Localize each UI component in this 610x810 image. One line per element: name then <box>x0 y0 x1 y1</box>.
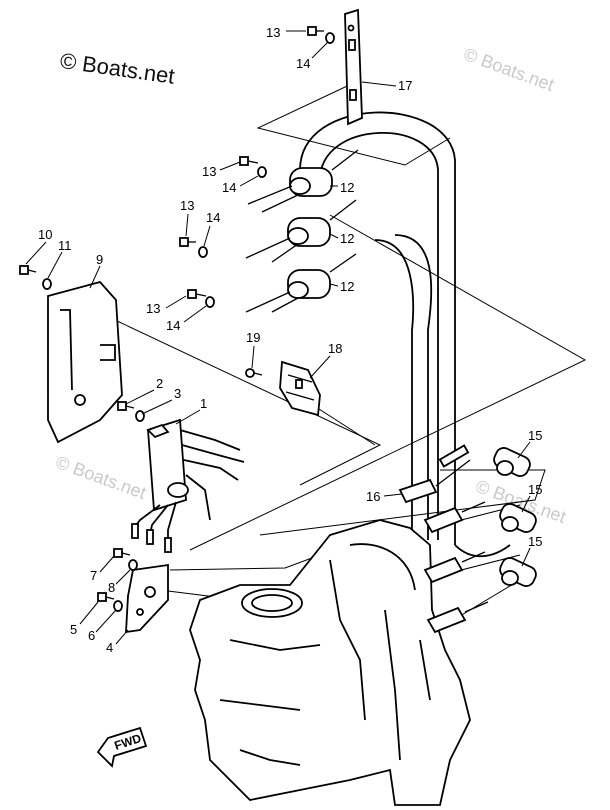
plug-cap-15-middle <box>499 503 537 533</box>
callout-12-top: 12 <box>340 180 354 195</box>
washer-3 <box>135 410 145 422</box>
plug-cap-15-top <box>493 447 531 477</box>
spark-plug-upper <box>423 501 486 534</box>
callout-19: 19 <box>246 330 260 345</box>
bolt-13-top <box>307 26 324 36</box>
ignition-coil-12-middle <box>245 199 357 263</box>
bolt-13-c <box>187 289 207 299</box>
cover-9 <box>47 280 123 444</box>
callout-15-top: 15 <box>528 428 542 443</box>
bracket-4 <box>125 563 169 634</box>
callout-14-c: 14 <box>166 318 180 333</box>
washer-8 <box>128 559 138 571</box>
bracket-17 <box>344 8 363 126</box>
callout-13-a: 13 <box>202 164 216 179</box>
bolt-13-a <box>239 156 259 166</box>
plug-cap-15-bottom <box>499 557 537 587</box>
callout-3: 3 <box>174 386 181 401</box>
callout-13-top: 13 <box>266 25 280 40</box>
callout-15-middle: 15 <box>528 482 542 497</box>
callout-9: 9 <box>96 252 103 267</box>
ignition-coil-12-bottom <box>245 253 357 313</box>
washer-14-b <box>198 246 208 258</box>
washer-14-c <box>205 296 215 308</box>
callout-2: 2 <box>156 376 163 391</box>
callout-14-b: 14 <box>206 210 220 225</box>
washer-11 <box>42 278 52 290</box>
washer-6 <box>113 600 123 612</box>
bracket-18 <box>279 360 321 417</box>
washer-14-a <box>257 166 267 178</box>
callout-12-bottom: 12 <box>340 279 354 294</box>
callout-12-middle: 12 <box>340 231 354 246</box>
callout-13-b: 13 <box>180 198 194 213</box>
callout-1: 1 <box>200 396 207 411</box>
callout-11: 11 <box>58 238 72 253</box>
spark-plug-16 <box>398 444 471 504</box>
screw-5 <box>97 592 115 602</box>
callout-14-top: 14 <box>296 56 310 71</box>
callout-4: 4 <box>106 640 113 655</box>
screw-19 <box>245 368 263 378</box>
callout-5: 5 <box>70 622 77 637</box>
callout-16: 16 <box>366 489 380 504</box>
cdi-unit-1 <box>131 418 245 553</box>
spark-plug-middle <box>423 551 486 584</box>
callout-14-a: 14 <box>222 180 236 195</box>
callout-13-c: 13 <box>146 301 160 316</box>
callout-17: 17 <box>398 78 412 93</box>
callout-6: 6 <box>88 628 95 643</box>
screw-7 <box>113 548 131 558</box>
callout-10: 10 <box>38 227 52 242</box>
bolt-13-b <box>179 237 196 247</box>
ignition-coil-12-top <box>247 149 359 213</box>
screw-2 <box>117 401 135 411</box>
callout-8: 8 <box>108 580 115 595</box>
fwd-arrow: FWD <box>96 726 148 768</box>
bolt-10 <box>19 265 37 275</box>
engine-block <box>189 519 471 806</box>
callout-labels: 13 14 17 13 14 12 13 14 12 12 13 14 10 1… <box>38 25 542 655</box>
callout-leaders <box>25 30 531 645</box>
callout-18: 18 <box>328 341 342 356</box>
callout-7: 7 <box>90 568 97 583</box>
callout-15-bottom: 15 <box>528 534 542 549</box>
spark-plug-lower <box>426 601 489 634</box>
washer-14-top <box>325 32 335 44</box>
cable-loop <box>299 111 511 558</box>
